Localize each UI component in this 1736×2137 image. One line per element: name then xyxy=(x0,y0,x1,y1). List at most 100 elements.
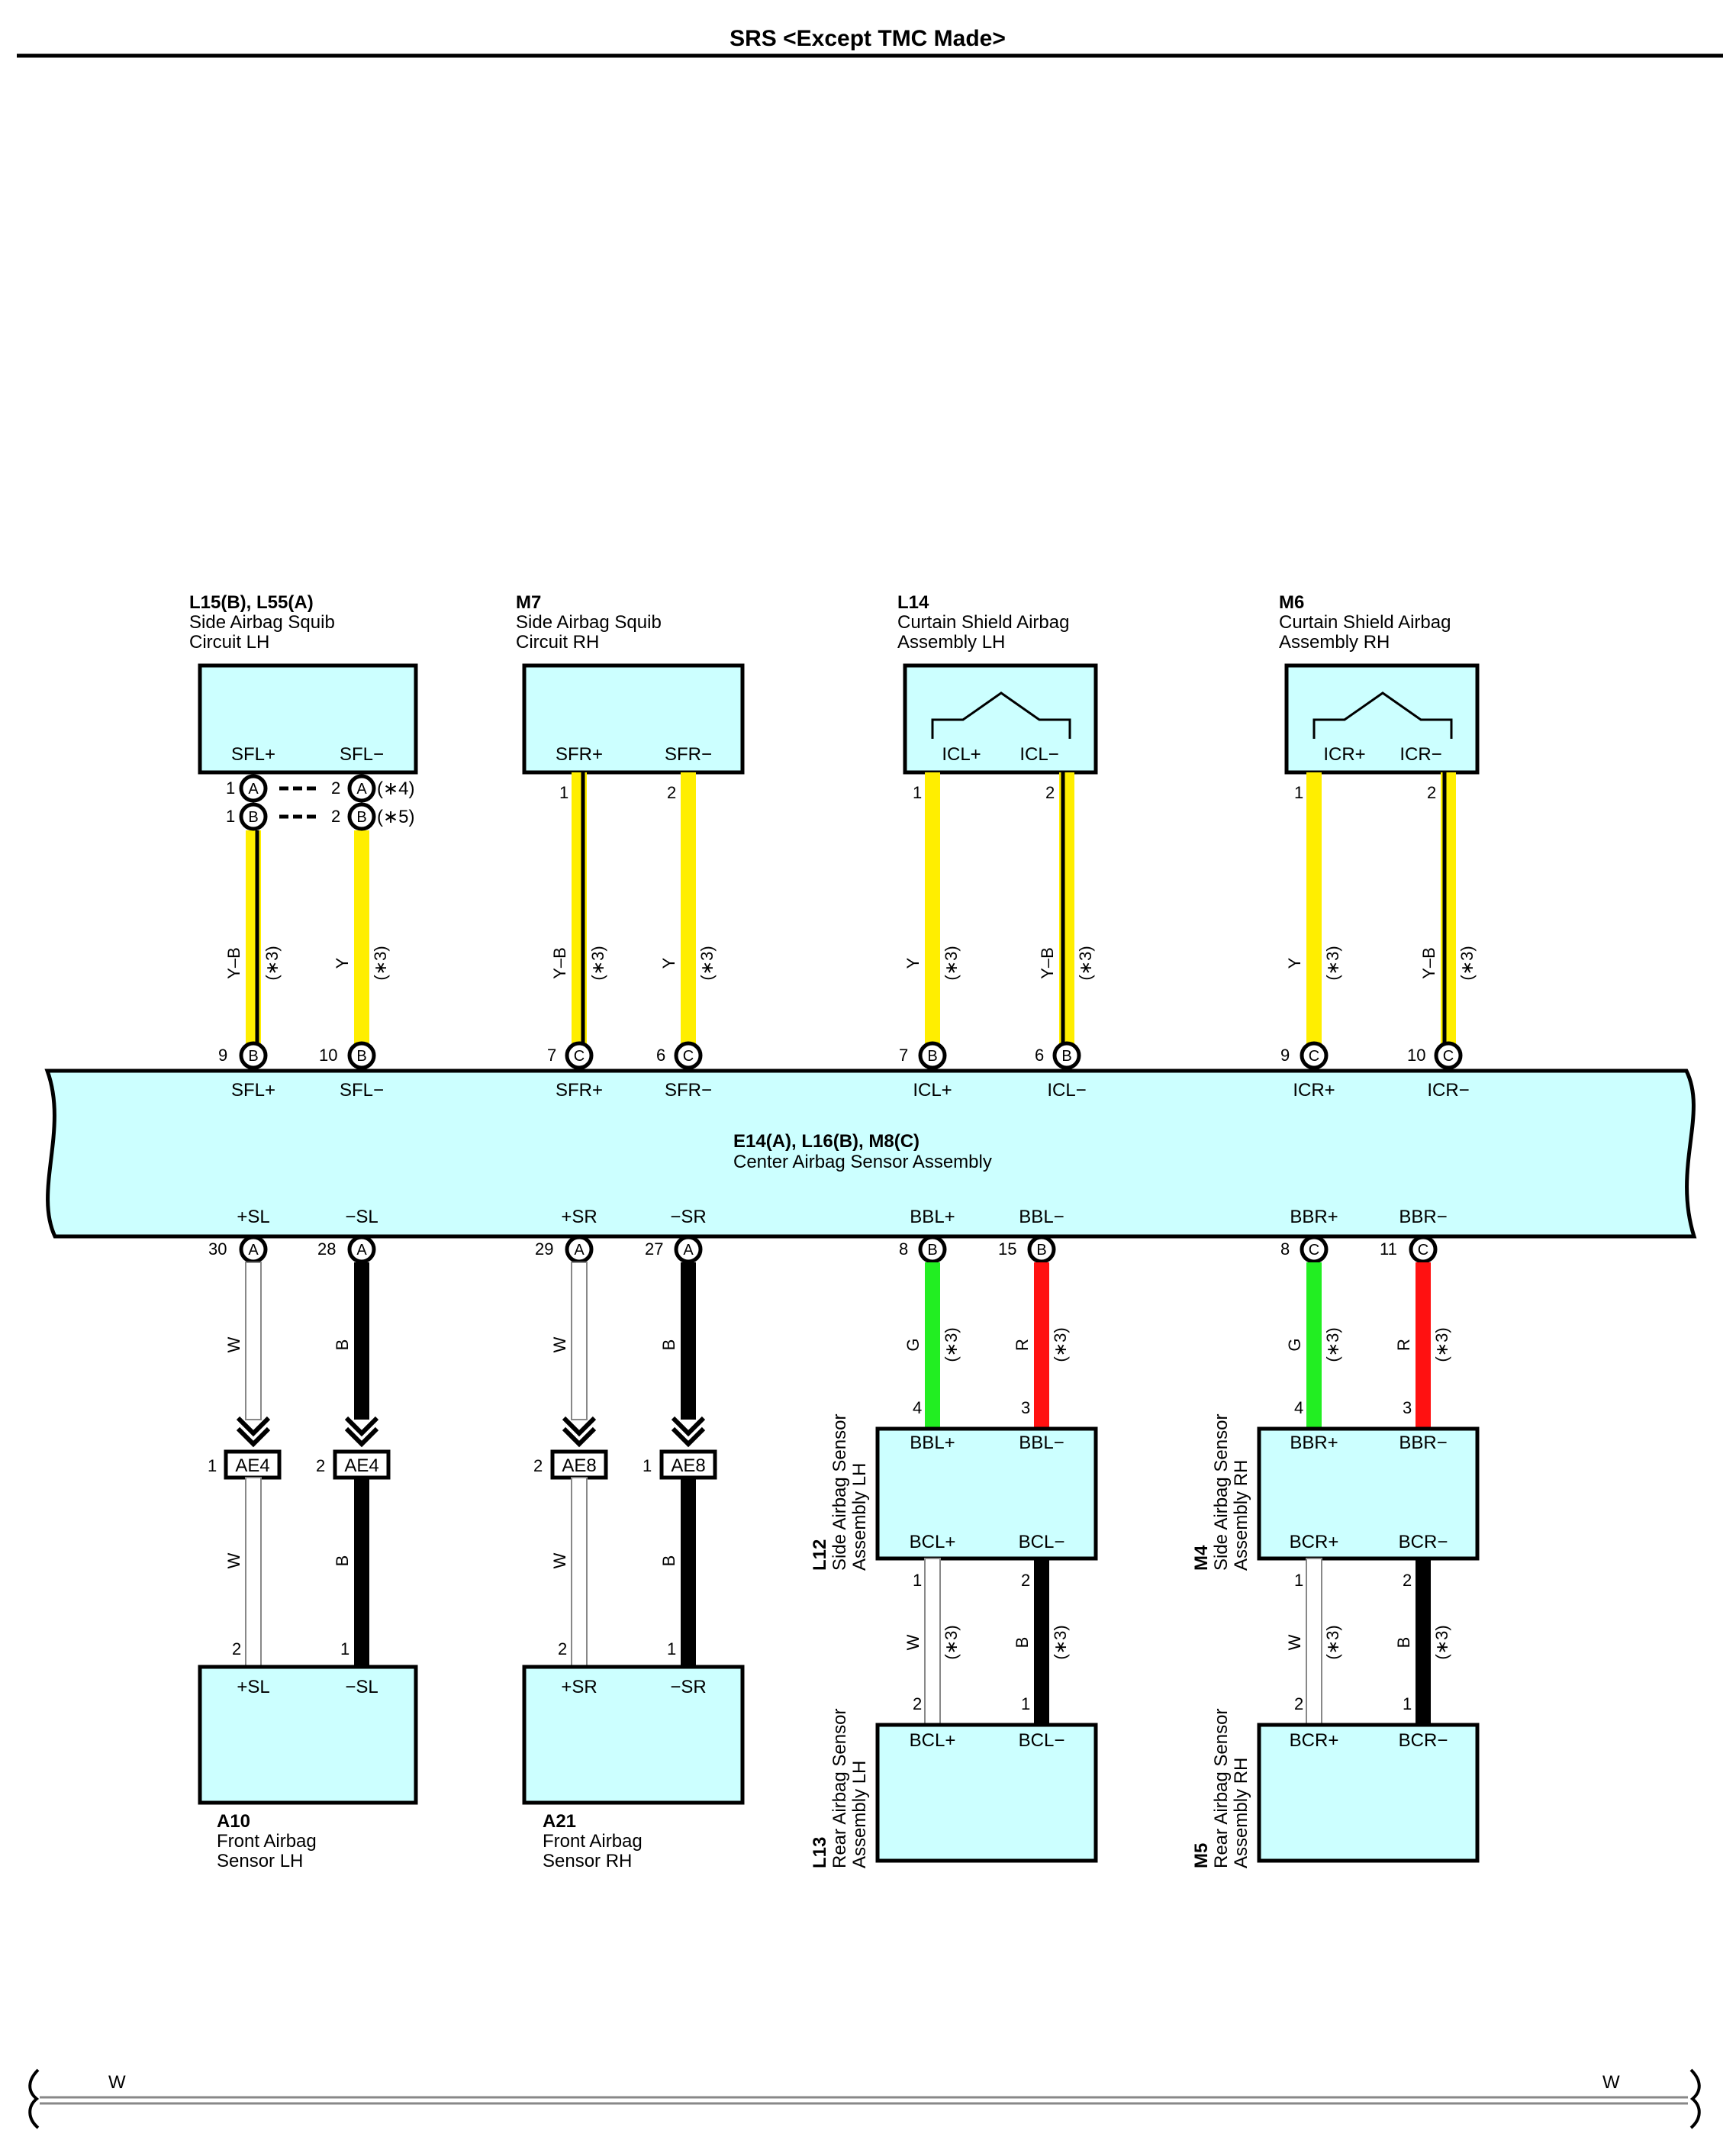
pin-number: 2 xyxy=(913,1694,922,1713)
component-name: Curtain Shield Airbag xyxy=(897,612,1069,633)
connector-letter: A xyxy=(248,1242,259,1259)
terminal-label: +SR xyxy=(561,1207,597,1227)
wire-note: (∗3) xyxy=(1432,1327,1451,1362)
component-name: Assembly RH xyxy=(1231,1460,1251,1571)
pin-number: 4 xyxy=(913,1398,922,1417)
terminal-label: BBL+ xyxy=(910,1207,955,1227)
connector-circle xyxy=(347,802,376,831)
connector-circle xyxy=(239,802,268,831)
wire-color-label: Y xyxy=(659,957,678,969)
wire-note: (∗3) xyxy=(1432,1625,1451,1659)
component-m5: 2 1 BCR+ BCR− M5 Rear Airbag Sensor Asse… xyxy=(1191,1694,1480,1868)
component-name: Assembly LH xyxy=(849,1761,870,1868)
terminal-label: SFR− xyxy=(665,744,712,765)
component-code: L13 xyxy=(810,1837,830,1868)
terminal-label: BBL− xyxy=(1019,1433,1064,1453)
component-box xyxy=(1257,1426,1480,1561)
wire-color-label: Y xyxy=(333,957,352,969)
pin-number: 10 xyxy=(1407,1046,1425,1065)
terminal-label: BBR+ xyxy=(1290,1207,1338,1227)
pin-number: 15 xyxy=(998,1239,1016,1259)
pin-number: 7 xyxy=(899,1046,908,1065)
terminal-label: BBR− xyxy=(1399,1433,1447,1453)
terminal-label: SFL− xyxy=(340,1080,384,1101)
wire-note: (∗3) xyxy=(942,1327,961,1362)
terminal-label: +SL xyxy=(237,1207,269,1227)
wire-g xyxy=(1306,1262,1322,1429)
component-name: Assembly RH xyxy=(1279,632,1390,653)
wire-color-label: R xyxy=(1013,1339,1032,1351)
wire-b xyxy=(1034,1558,1049,1725)
wire-color-label: Y xyxy=(1285,957,1304,969)
wire-note: (∗3) xyxy=(942,946,961,980)
terminal-label: ICL− xyxy=(1019,744,1058,765)
component-name: Assembly LH xyxy=(897,632,1005,653)
terminal-label: −SR xyxy=(670,1677,706,1697)
wire-w xyxy=(571,1262,588,1420)
pin-number: 1 xyxy=(208,1456,217,1475)
pin-number: 1 xyxy=(226,807,235,826)
connector-circle xyxy=(1300,1235,1329,1264)
pin-number: 10 xyxy=(319,1046,337,1065)
pin-number: 7 xyxy=(547,1046,556,1065)
terminal-label: BBR− xyxy=(1399,1207,1447,1227)
component-name: Side Airbag Sensor xyxy=(829,1414,850,1571)
pin-number: 2 xyxy=(1427,783,1436,802)
connector-letter: C xyxy=(1443,1048,1454,1065)
connector-letter: A xyxy=(683,1242,694,1259)
lower-front-wires: W B W B xyxy=(224,1477,696,1668)
pin-number: 1 xyxy=(667,1639,676,1658)
connector-chevron xyxy=(344,1416,379,1437)
component-code: M7 xyxy=(516,592,541,613)
ecu-code: E14(A), L16(B), M8(C) xyxy=(733,1131,920,1152)
terminal-label: BCR− xyxy=(1399,1532,1448,1552)
terminal-label: ICL+ xyxy=(913,1080,952,1101)
connector-circle xyxy=(1300,1041,1329,1070)
terminal-label: −SL xyxy=(345,1207,378,1227)
connector-circle xyxy=(1434,1041,1463,1070)
component-name: Assembly LH xyxy=(849,1463,870,1571)
connector-letter: C xyxy=(1309,1048,1319,1065)
connector-circle xyxy=(918,1041,947,1070)
component-m6: M6 Curtain Shield Airbag Assembly RH ICR… xyxy=(1279,592,1480,775)
connector-letter: B xyxy=(356,809,366,826)
connector-letter: A xyxy=(356,1242,367,1259)
connector-chevron xyxy=(562,1416,597,1437)
pin-number: 3 xyxy=(1403,1398,1412,1417)
connector-letter: B xyxy=(248,1048,258,1065)
wire-note: (∗3) xyxy=(1323,1327,1342,1362)
connector-circle xyxy=(565,1041,594,1070)
component-code: A10 xyxy=(217,1811,250,1832)
pin-number: 2 xyxy=(1021,1571,1030,1590)
connector-chevron xyxy=(671,1416,706,1437)
wire-color-label: W xyxy=(903,1634,923,1650)
wire-color-label: B xyxy=(659,1555,678,1567)
component-box xyxy=(522,663,745,775)
component-code: L12 xyxy=(810,1539,830,1571)
connector-letter: C xyxy=(574,1048,585,1065)
pin-number: 3 xyxy=(1021,1398,1030,1417)
connector-chevron xyxy=(562,1426,597,1448)
connector-chevron xyxy=(671,1426,706,1448)
wire-note: (∗3) xyxy=(1457,946,1477,980)
component-name: Sensor LH xyxy=(217,1851,303,1871)
connector-box xyxy=(659,1449,717,1480)
terminal-label: SFR+ xyxy=(556,1080,603,1101)
component-a21: 2 1 +SR −SR A21 Front Airbag Sensor RH xyxy=(522,1639,745,1871)
terminal-label: BCL− xyxy=(1019,1730,1065,1751)
pin-number: 29 xyxy=(535,1239,553,1259)
pin-number: 2 xyxy=(1294,1694,1303,1713)
wire-note: (∗3) xyxy=(371,946,390,980)
pin-number: 9 xyxy=(1280,1046,1290,1065)
wire-b xyxy=(681,1262,696,1420)
wire-color-label: Y–B xyxy=(550,947,569,979)
component-box xyxy=(875,1723,1098,1863)
bottom-wire-labels: W B W B G (∗3) R (∗3) G (∗3) R (∗3) xyxy=(224,1327,1451,1362)
wire-y xyxy=(1306,772,1322,1048)
ecu-top-terminals: 9 B SFL+ 10 B SFL− 7 C SFR+ 6 C SFR− 7 B… xyxy=(218,1041,1470,1101)
wire-color-label: W xyxy=(550,1552,569,1568)
wire-y xyxy=(354,830,369,1048)
pin-number: 2 xyxy=(1045,783,1055,802)
component-name: Sensor RH xyxy=(543,1851,632,1871)
